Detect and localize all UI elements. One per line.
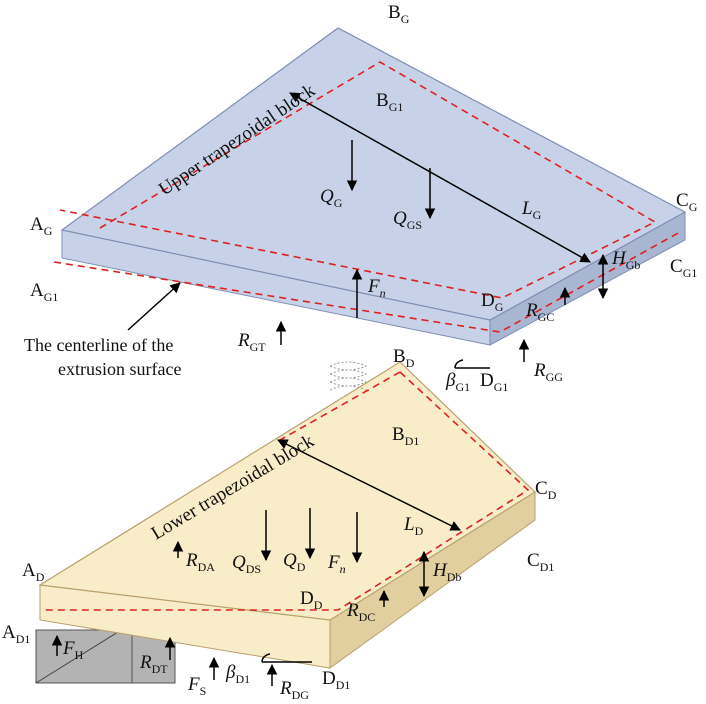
lower-block-top-centerline	[44, 371, 530, 611]
label-RDG: RDG	[279, 678, 309, 702]
lower-block	[35, 361, 536, 684]
label-betaD1: βD1	[225, 662, 250, 686]
label-HDb: HDb	[432, 560, 461, 584]
label-CG1: CG1	[670, 256, 697, 280]
LG-dimension-arrow	[289, 92, 591, 263]
lower-block-left-centerline	[279, 371, 401, 441]
annotation-line-1: The centerline of the	[24, 335, 173, 355]
upper-block-extrusion-centerline	[53, 231, 681, 333]
label-FH: FH	[62, 638, 84, 662]
lower-labels: BD BD1 AD AD1 CD CD1 DD DD1 Lower trapez…	[2, 346, 557, 702]
label-RDT: RDT	[139, 652, 168, 676]
label-BD: BD	[393, 346, 415, 370]
label-DG1: DG1	[480, 370, 508, 394]
label-HGb: HGb	[611, 248, 640, 272]
label-FS: FS	[187, 674, 206, 698]
upper-block-top-centerline	[59, 61, 657, 299]
label-BG: BG	[388, 2, 410, 26]
spring-icon	[329, 361, 368, 391]
centerline-annotation-arrow	[127, 282, 181, 331]
label-AG1: AG1	[30, 280, 58, 304]
label-RGG: RGG	[533, 360, 563, 384]
label-DG: DG	[481, 290, 504, 314]
base-box-diagonal	[35, 631, 119, 684]
label-QGS: QGS	[393, 208, 422, 232]
label-CD1: CD1	[527, 550, 554, 574]
label-RDA: RDA	[185, 550, 215, 574]
label-DD: DD	[300, 588, 323, 612]
label-RDC: RDC	[346, 600, 375, 624]
label-RGC: RGC	[525, 300, 554, 324]
label-QG: QG	[320, 186, 343, 210]
upper-block	[53, 27, 687, 346]
lower-arrows	[51, 439, 461, 686]
label-BG1: BG1	[376, 90, 403, 114]
label-AG: AG	[30, 214, 53, 238]
betaG1-angle-arc	[454, 359, 464, 369]
betaD1-angle-arc	[261, 653, 271, 663]
label-betaG1: βG1	[445, 370, 470, 394]
label-BD1: BD1	[392, 424, 419, 448]
label-CD: CD	[535, 478, 557, 502]
label-LD: LD	[403, 514, 424, 538]
label-CG: CG	[676, 190, 698, 214]
annotation-line-2: extrusion surface	[58, 359, 181, 379]
label-LG: LG	[521, 198, 542, 222]
label-AD1: AD1	[2, 622, 30, 646]
label-DD1: DD1	[322, 668, 350, 692]
label-AD: AD	[22, 560, 45, 584]
LD-dimension-arrow	[277, 439, 461, 531]
annotation-labels: The centerline of the extrusion surface	[24, 335, 181, 379]
upper-arrows	[127, 92, 609, 369]
label-QD: QD	[283, 550, 306, 574]
label-QDS: QDS	[232, 552, 261, 576]
label-Fn-lower: Fn	[327, 552, 346, 576]
label-Fn-upper: Fn	[367, 276, 386, 300]
label-RGT: RGT	[237, 330, 266, 354]
